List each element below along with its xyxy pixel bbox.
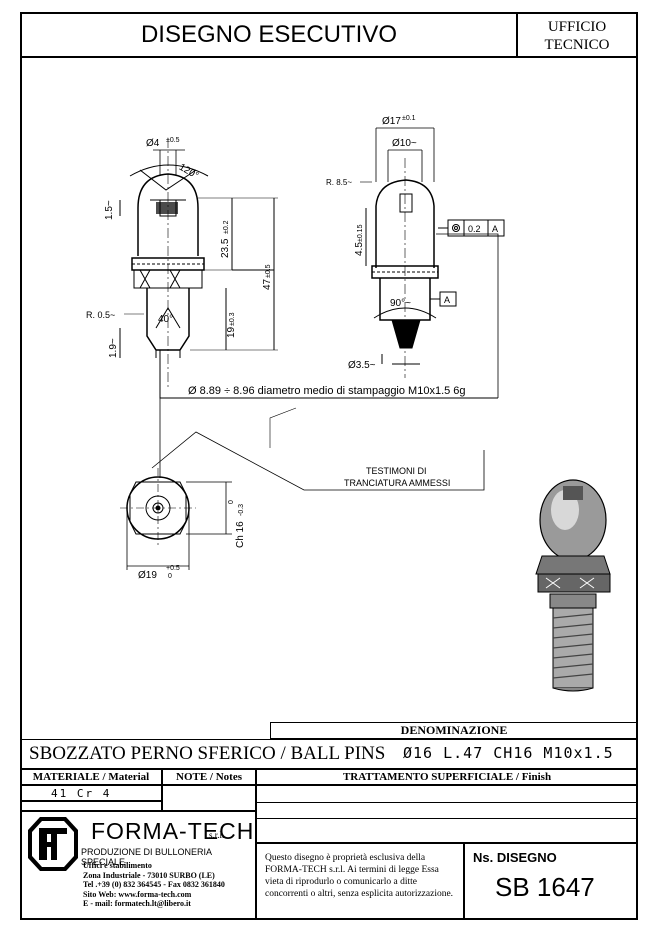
dim-d19-tol-up: +0.5 [166, 565, 180, 572]
company-address: Uffici e stabilimento Zona Industriale -… [83, 861, 225, 909]
dim-23-5-tol: ±0.2 [223, 220, 230, 234]
title-text: DISEGNO ESECUTIVO [140, 21, 398, 48]
left-pin-view [119, 138, 498, 399]
dim-ch16: Ch 16 [235, 521, 246, 548]
dim-1-5: 1.5~ [104, 200, 115, 220]
note-label: NOTE / Notes [162, 769, 256, 785]
dim-120: 120° [177, 162, 200, 182]
dim-d10: Ø10~ [392, 138, 417, 149]
dim-47: 47 [262, 278, 273, 290]
bottom-hex-view [120, 407, 485, 570]
gtol-ref: A [492, 224, 498, 234]
treatment-value [256, 785, 638, 843]
datum-a: A [444, 295, 450, 305]
drawing-number-box: Ns. DISEGNO SB 1647 [464, 843, 638, 920]
note-value [162, 785, 256, 811]
dim-d19: Ø19 [138, 570, 157, 581]
dim-47-tol: ±0.5 [265, 264, 272, 278]
treatment-label: TRATTAMENTO SUPERFICIALE / Finish [256, 769, 638, 785]
disclaimer: Questo disegno è proprietà esclusiva del… [256, 843, 464, 920]
thread-note: Ø 8.89 ÷ 8.96 diametro medio di stampagg… [188, 385, 466, 397]
office-box: UFFICIO TECNICO [516, 12, 638, 58]
material-value: 41 Cr 4 [20, 785, 162, 801]
part-spec: Ø16 L.47 CH16 M10x1.5 [403, 744, 614, 762]
dim-1-9: 1.9~ [108, 338, 119, 358]
company-line5: E - mail: formatech.lt@libero.it [83, 899, 191, 909]
denominazione-row: SBOZZATO PERNO SFERICO / BALL PINS Ø16 L… [20, 739, 638, 769]
dim-ch16-tol-up: 0 [228, 500, 235, 504]
company-suffix: s.r.l. [209, 830, 225, 840]
witness-line1: TESTIMONI DI [366, 466, 427, 476]
denominazione-label: DENOMINAZIONE [270, 722, 638, 739]
dim-d3-5: Ø3.5~ [348, 360, 376, 371]
dim-19-tol: ±0.3 [229, 312, 236, 326]
witness-line2: TRANCIATURA AMMESSI [344, 478, 450, 488]
dim-d17-tol: ±0.1 [402, 115, 416, 122]
part-name: SBOZZATO PERNO SFERICO / BALL PINS [29, 743, 386, 764]
drawing-number-value: SB 1647 [495, 872, 595, 902]
dim-4-5: 4.5 [354, 242, 365, 256]
right-pin-section [159, 127, 505, 478]
dim-d17: Ø17 [382, 116, 401, 127]
drawing-title: DISEGNO ESECUTIVO [20, 12, 518, 58]
company-subtitle: PRODUZIONE DI BULLONERIA SPECIALE [81, 847, 212, 867]
dim-4-5-tol: ±0.15 [357, 224, 364, 242]
dim-r85: R. 8.5~ [326, 178, 352, 187]
technical-drawing: Ø4 ±0.5 120° 1.5~ 23.5 ±0.2 47 ±0.5 R. 0… [86, 115, 611, 692]
dim-ch16-tol-dn: -0.3 [238, 504, 245, 516]
company-line1: Uffici e stabilimento [83, 861, 152, 870]
company-logo-icon [28, 817, 78, 871]
dim-d19-tol-dn: 0 [168, 573, 172, 580]
office-line2: TECNICO [544, 37, 610, 53]
dim-23-5: 23.5 [220, 238, 231, 258]
dim-d4-tol: ±0.5 [166, 137, 180, 144]
gtol-value: 0.2 [468, 224, 481, 234]
company-line2: Zona Industriale - 73010 SURBO (LE) [83, 870, 215, 880]
dim-40: 40° [158, 314, 173, 325]
drawing-number-label: Ns. DISEGNO [473, 850, 557, 865]
material-label: MATERIALE / Material [20, 769, 162, 785]
company-line4: Sito Web: www.forma-tech.com [83, 889, 192, 899]
pin-3d-render [535, 479, 611, 692]
company-name: FORMA-TECH [91, 818, 255, 844]
dim-19: 19 [226, 326, 237, 338]
dim-r05: R. 0.5~ [86, 310, 115, 320]
dim-d4: Ø4 [146, 138, 160, 149]
dim-90: 90°~ [390, 298, 411, 309]
material-blank [20, 801, 162, 811]
company-block: FORMA-TECH s.r.l. PRODUZIONE DI BULLONER… [20, 811, 256, 920]
company-line3: Tel .+39 (0) 832 364545 - Fax 0832 36184… [83, 880, 225, 890]
office-line1: UFFICIO [547, 19, 607, 35]
